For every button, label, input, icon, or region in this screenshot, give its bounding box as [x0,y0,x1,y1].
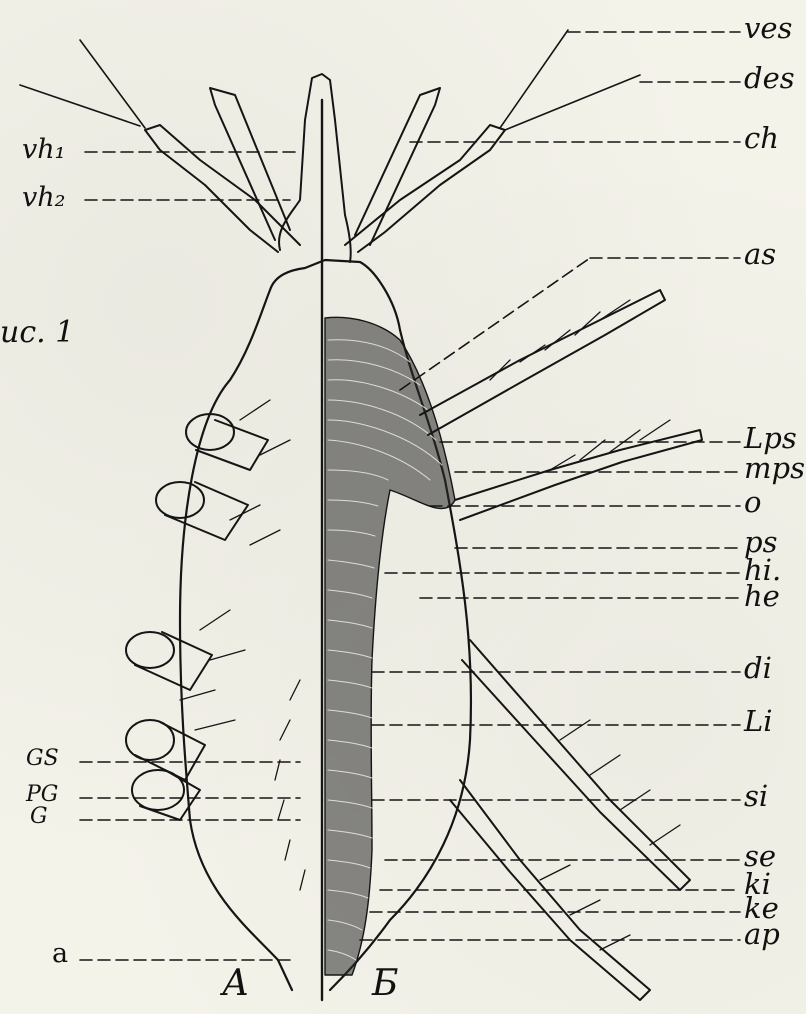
label-ap: ap [744,920,780,949]
label-des: des [744,64,795,93]
label-ch: ch [744,124,779,153]
label-si: si [744,782,768,811]
label-vh2: vh₂ [22,184,65,211]
label-G: G [30,806,48,828]
label-he: he [744,582,780,611]
label-mps: mps [744,454,805,483]
left-legs [126,414,268,820]
label-as: as [744,240,776,269]
striated-area [325,317,455,975]
label-di: di [744,654,772,683]
panel-label-left: А [222,966,249,1002]
figure-number: ис. 1 [0,318,74,348]
leader-lines-left [80,152,300,960]
label-PG: PG [26,784,58,806]
label-ves: ves [744,14,792,43]
right-leg-1 [420,290,665,435]
label-Li: Li [744,707,773,736]
label-GS: GS [26,748,59,770]
right-palp [345,125,505,252]
panel-label-right: Б [372,966,398,1002]
left-palp [145,125,300,252]
label-o: o [744,488,761,517]
right-leg-3 [462,640,690,890]
label-Lps: Lps [744,424,797,453]
label-a: a [52,940,68,967]
label-vh1: vh₁ [22,136,65,163]
